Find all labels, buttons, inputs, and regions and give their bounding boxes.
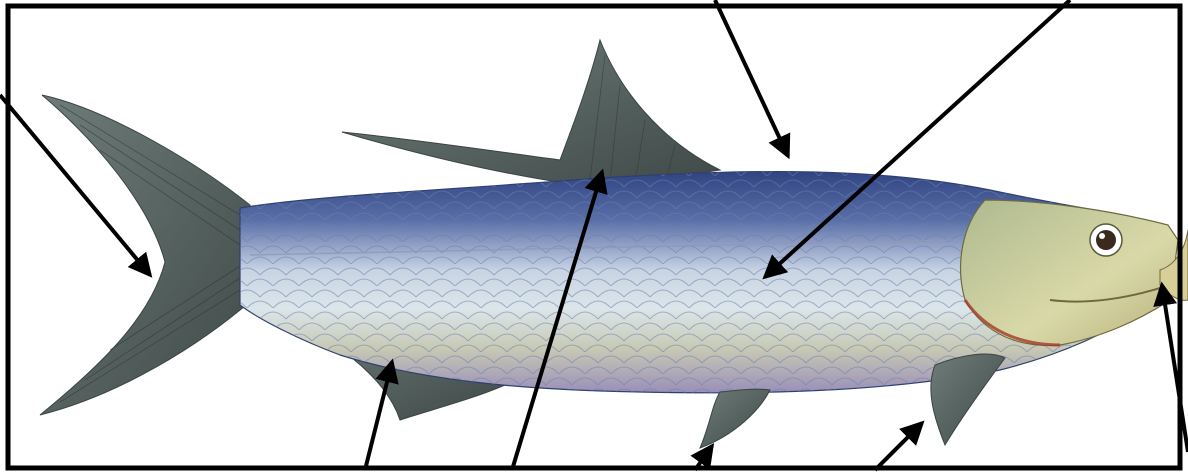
pointer-arrow: [875, 423, 922, 470]
fish-head: [961, 200, 1178, 345]
caudal-fin: [40, 95, 252, 415]
pointer-arrow: [715, 0, 788, 156]
dorsal-fin: [342, 40, 720, 188]
pelvic-fin: [700, 389, 770, 448]
pectoral-fin: [931, 354, 1005, 445]
pointer-arrow: [1162, 285, 1188, 452]
